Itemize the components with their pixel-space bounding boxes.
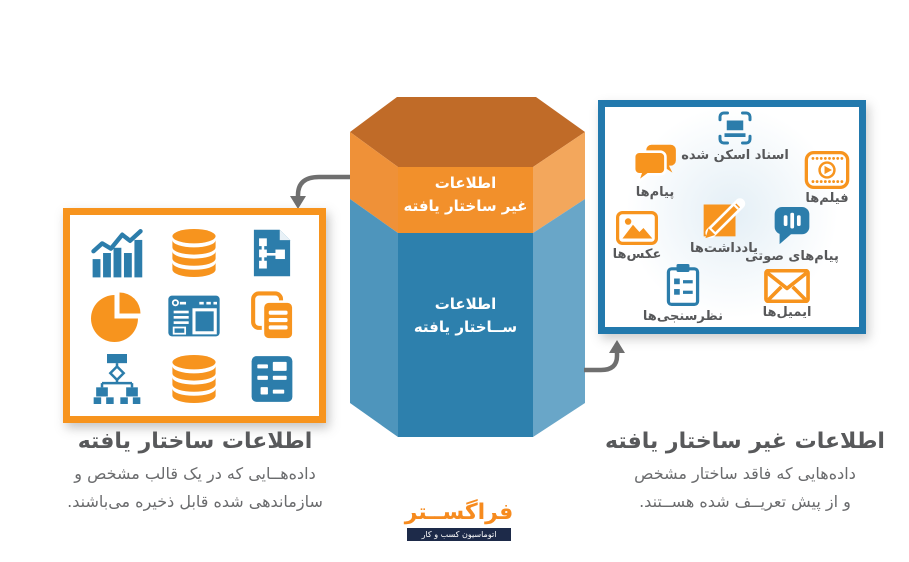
item-label: پیام‌ها [635, 185, 675, 200]
cylinder-structured-line1: اطلاعات [434, 295, 497, 313]
list-item-notes: یادداشت‌ها [677, 193, 771, 256]
item-label: اسناد اسکن شده [681, 148, 789, 163]
item-label: پیام‌های صوتی [745, 249, 839, 264]
film-icon [804, 151, 850, 189]
list-item-scanned-docs: اسناد اسکن شده [681, 110, 789, 163]
dashboard-window-icon [168, 295, 221, 336]
unstructured-items-panel: اسناد اسکن شده پیام‌ها فیلم‌ها [598, 100, 866, 334]
form-document-icon [251, 355, 293, 402]
cylinder-unstructured-label: اطلاعات غیر ساختار یافته [398, 172, 533, 218]
item-label: عکس‌ها [612, 247, 662, 262]
chat-bubbles-icon [632, 144, 676, 183]
database-icon [172, 228, 217, 277]
bar-chart-icon [91, 228, 143, 277]
photo-icon [616, 211, 658, 245]
cylinder-structured-label: اطلاعات ســاختار یافته [398, 293, 533, 339]
structured-icons-panel [63, 208, 326, 423]
database-icon [172, 354, 217, 403]
note-pencil-icon [703, 198, 746, 239]
logo-wordmark: فراگســتر [404, 500, 514, 525]
structured-body-line1: داده‌هــایی که در یک قالب مشخص و [74, 464, 316, 483]
arrow-to-unstructured-box [584, 340, 625, 373]
survey-clipboard-icon [666, 263, 700, 307]
list-item-emails: ایمیل‌ها [745, 269, 829, 320]
list-item-surveys: نظرسنجی‌ها [639, 263, 727, 324]
voice-message-icon [774, 207, 810, 245]
list-item-films: فیلم‌ها [795, 151, 859, 206]
unstructured-title: اطلاعات غیر ساختار یافته [605, 429, 885, 454]
hexagon-prism [350, 97, 585, 437]
item-label: یادداشت‌ها [689, 241, 758, 256]
structured-caption: اطلاعات ساختار یافته داده‌هــایی که در ی… [35, 429, 355, 516]
unstructured-body-line2: و از پیش تعریــف شده هســتند. [639, 492, 851, 511]
arrow-to-structured-box [290, 174, 350, 209]
sitemap-document-icon [254, 229, 291, 276]
structured-body-line2: سازماندهی شده قابل ذخیره می‌باشند. [67, 492, 323, 511]
org-chart-icon [93, 353, 141, 404]
list-item-voice-messages: پیام‌های صوتی [745, 205, 839, 264]
email-envelope-icon [764, 269, 810, 303]
list-item-photos: عکس‌ها [605, 211, 669, 262]
faragostar-logo: فراگســتر اتوماسیون کسب و کار [403, 500, 515, 541]
item-label: نظرسنجی‌ها [642, 309, 724, 324]
documents-icon [251, 290, 295, 341]
list-item-messages: پیام‌ها [615, 143, 695, 200]
structured-title: اطلاعات ساختار یافته [77, 429, 313, 454]
cylinder-structured-line2: ســاختار یافته [413, 318, 518, 336]
item-label: فیلم‌ها [805, 191, 849, 206]
cylinder-unstructured-line1: اطلاعات [434, 174, 497, 192]
item-label: ایمیل‌ها [762, 305, 812, 320]
cylinder-unstructured-line2: غیر ساختار یافته [403, 197, 528, 215]
pie-chart-icon [90, 292, 141, 342]
logo-tagline: اتوماسیون کسب و کار [407, 528, 511, 541]
unstructured-body-line1: داده‌هایی که فاقد ساختار مشخص [634, 464, 856, 483]
scanner-icon [718, 111, 752, 145]
unstructured-caption: اطلاعات غیر ساختار یافته داده‌هایی که فا… [592, 429, 898, 516]
